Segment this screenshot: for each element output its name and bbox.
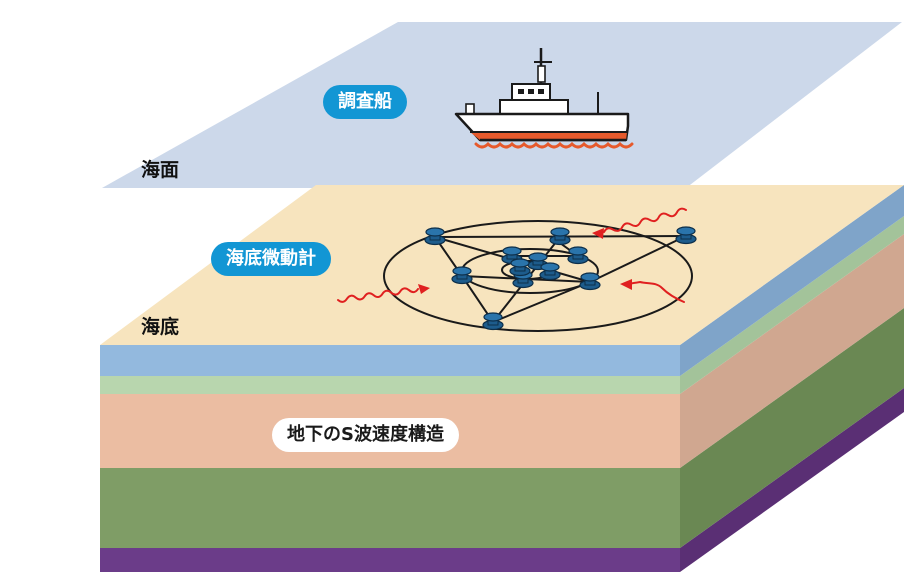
- layer-blue-side: [680, 185, 904, 376]
- seismometer-label: 海底微動計: [211, 242, 331, 276]
- seismometer-icon: [424, 227, 446, 246]
- survey-ship-label: 調査船: [323, 85, 407, 119]
- layer-salmon-side: [680, 234, 904, 468]
- layer-purple: [100, 548, 680, 572]
- network-ring-outer: [383, 220, 693, 332]
- s-wave-structure-label: 地下のS波速度構造: [272, 418, 459, 452]
- wave-arrow-head: [620, 279, 632, 290]
- survey-ship-icon: [454, 48, 634, 149]
- sea-surface-label: 海面: [141, 159, 180, 181]
- layer-green: [100, 468, 680, 548]
- seismic-wave-icon: [337, 207, 687, 303]
- wave-arrow-head: [592, 228, 604, 239]
- layer-lightgreen-side: [680, 216, 904, 394]
- seismometer-nodes: [424, 226, 697, 331]
- layer-lightgreen: [100, 376, 680, 394]
- layer-purple-side: [680, 388, 904, 572]
- seismometer-icon: [451, 266, 473, 285]
- seismometer-icon: [549, 227, 571, 246]
- seismometer-icon: [579, 272, 601, 291]
- seafloor-surface: [100, 185, 904, 345]
- layer-green-side: [680, 308, 904, 548]
- seismometer-icon: [539, 262, 561, 281]
- seismometer-icon: [675, 226, 697, 245]
- seismometer-icon: [482, 312, 504, 331]
- layer-blue: [100, 345, 680, 376]
- wave-arrow-head: [418, 284, 430, 294]
- seismometer-icon: [509, 258, 531, 277]
- seafloor-label: 海底: [141, 316, 180, 338]
- seismometer-icon: [567, 246, 589, 265]
